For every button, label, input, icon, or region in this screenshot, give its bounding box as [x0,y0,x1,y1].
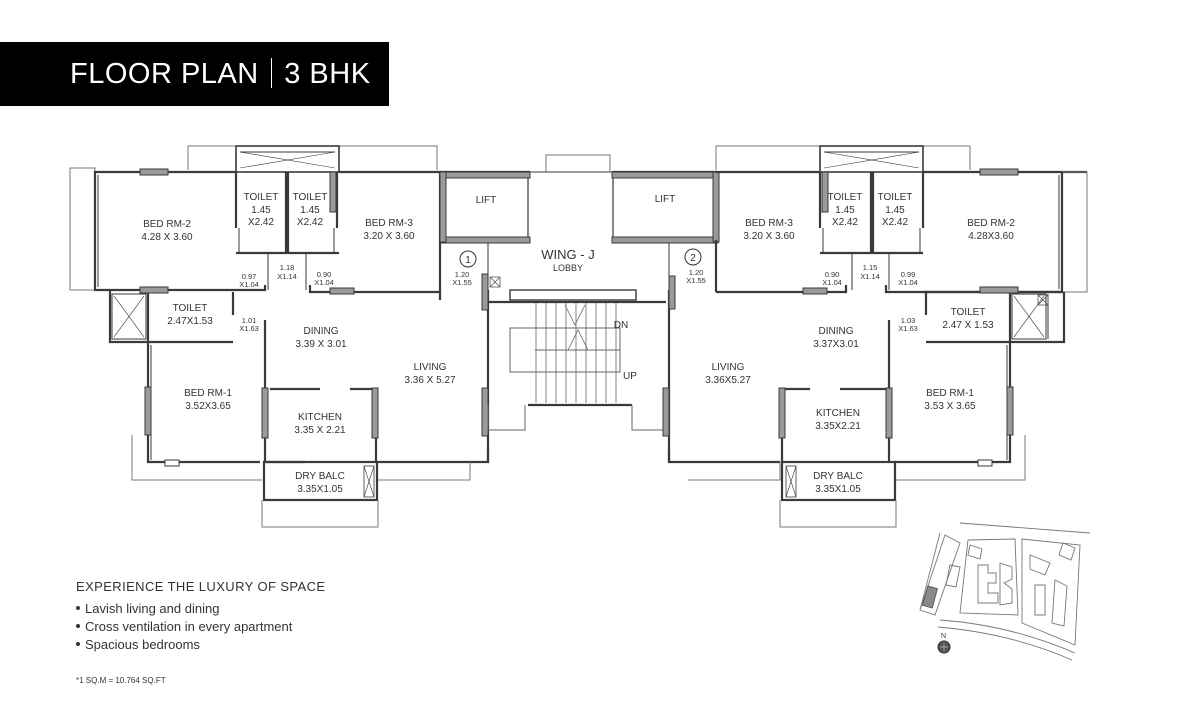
dining-label: DINING [304,326,339,337]
wing-label: WING - J [541,247,594,262]
u2-bed-rm-2-label: BED RM-2 [967,218,1015,229]
unit-2-windows [668,168,1019,467]
u2-entry-h: X1.55 [686,276,706,285]
features-list: Lavish living and dining Cross ventilati… [76,600,325,654]
bed-rm-2-size: 4.28 X 3.60 [141,232,193,243]
u2-bed-rm-1-size: 3.53 X 3.65 [924,401,976,412]
unit-2-marker-number: 2 [690,253,696,264]
u2-toilet-b-label: TOILET [878,192,913,203]
toilet-b-w: 1.45 [300,205,320,216]
page-title: FLOOR PLAN 3 BHK [70,58,371,91]
passage-4-h: X1.63 [239,324,259,333]
kitchen-label: KITCHEN [298,412,342,423]
u2-toilet-c-label: TOILET [951,307,986,318]
unit-1-labels: BED RM-2 4.28 X 3.60 TOILET 1.45 X2.42 T… [141,192,471,495]
dining-size: 3.39 X 3.01 [295,339,347,350]
bullet-icon [76,606,80,610]
u2-passage-2-h: X1.14 [860,272,880,281]
u2-dry-balc-label: DRY BALC [813,471,863,482]
entry-h: X1.55 [452,278,472,287]
u2-bed-rm-2-size: 4.28X3.60 [968,231,1014,242]
title-separator [270,58,273,88]
kitchen-size: 3.35 X 2.21 [294,425,346,436]
u2-bed-rm-3-size: 3.20 X 3.60 [743,231,795,242]
u2-dry-balc-size: 3.35X1.05 [815,484,861,495]
u2-bed-rm-1-label: BED RM-1 [926,388,974,399]
north-label: N [941,633,946,640]
toilet-a-label: TOILET [244,192,279,203]
bed-rm-2-label: BED RM-2 [143,219,191,230]
living-label: LIVING [414,362,447,373]
bullet-icon [76,624,80,628]
u2-toilet-a-w: 1.45 [835,205,855,216]
feature-item: Cross ventilation in every apartment [76,618,325,636]
lift-right-label: LIFT [655,194,676,205]
unit-2-marker [684,248,702,266]
lift-left-label: LIFT [476,195,497,206]
stair-dn-label: DN [614,320,628,331]
u2-passage-3-h: X1.04 [822,278,842,287]
u2-dining-size: 3.37X3.01 [813,339,859,350]
bed-rm-3-label: BED RM-3 [365,218,413,229]
title-bhk: 3 BHK [284,58,371,90]
u2-kitchen-label: KITCHEN [816,408,860,419]
u2-toilet-c-size: 2.47 X 1.53 [942,320,994,331]
title-bar [0,42,389,106]
core-labels: LIFT LIFT WING - J LOBBY DN UP 1 2 [465,194,696,382]
conversion-footnote: *1 SQ.M = 10.764 SQ.FT [76,676,166,685]
lobby-label: LOBBY [553,263,583,273]
toilet-c-label: TOILET [173,303,208,314]
stair-up-label: UP [623,371,637,382]
unit-2-labels: 1.20 X1.55 BED RM-3 3.20 X 3.60 TOILET 1… [686,192,1015,495]
entry-w: 1.20 [455,270,470,279]
bed-rm-1-label: BED RM-1 [184,388,232,399]
passage-1-w: 0.97 [242,272,257,281]
bed-rm-1-size: 3.52X3.65 [185,401,231,412]
features-section: EXPERIENCE THE LUXURY OF SPACE Lavish li… [76,579,325,654]
bed-rm-3-size: 3.20 X 3.60 [363,231,415,242]
toilet-a-h: X2.42 [248,217,275,228]
dry-balc-label: DRY BALC [295,471,345,482]
toilet-c-size: 2.47X1.53 [167,316,213,327]
feature-item: Spacious bedrooms [76,636,325,654]
u2-kitchen-size: 3.35X2.21 [815,421,861,432]
stair-treads [535,303,617,403]
u2-entry-w: 1.20 [689,268,704,277]
u2-passage-3-w: 0.90 [825,270,840,279]
title-floor-plan: FLOOR PLAN [70,58,259,90]
unit-2-walls [688,145,1088,528]
u2-toilet-a-h: X2.42 [832,217,859,228]
u2-toilet-a-label: TOILET [828,192,863,203]
feature-item: Lavish living and dining [76,600,325,618]
u2-bed-rm-3-label: BED RM-3 [745,218,793,229]
u2-living-label: LIVING [712,362,745,373]
toilet-a-w: 1.45 [251,205,271,216]
u2-living-size: 3.36X5.27 [705,375,751,386]
key-plan-map: N [919,522,1091,661]
passage-2-w: 1.18 [280,263,295,272]
passage-1-h: X1.04 [239,280,259,289]
u2-passage-1-h: X1.04 [898,278,918,287]
passage-2-h: X1.14 [277,272,297,281]
passage-3-h: X1.04 [314,278,334,287]
unit-1-marker-number: 1 [465,255,471,266]
u2-toilet-b-w: 1.45 [885,205,905,216]
passage-3-w: 0.90 [317,270,332,279]
unit-1-walls [69,145,490,528]
passage-4-w: 1.01 [242,316,257,325]
u2-dining-label: DINING [819,326,854,337]
u2-passage-1-w: 0.99 [901,270,916,279]
bullet-icon [76,642,80,646]
u2-passage-2-w: 1.15 [863,263,878,272]
u2-passage-4-w: 1.03 [901,316,916,325]
living-size: 3.36 X 5.27 [404,375,456,386]
u2-passage-4-h: X1.63 [898,324,918,333]
features-heading: EXPERIENCE THE LUXURY OF SPACE [76,579,326,594]
core-grey-walls [439,171,720,437]
toilet-b-h: X2.42 [297,217,324,228]
dry-balc-size: 3.35X1.05 [297,484,343,495]
toilet-b-label: TOILET [293,192,328,203]
u2-toilet-b-h: X2.42 [882,217,909,228]
unit-1-marker [459,250,477,268]
